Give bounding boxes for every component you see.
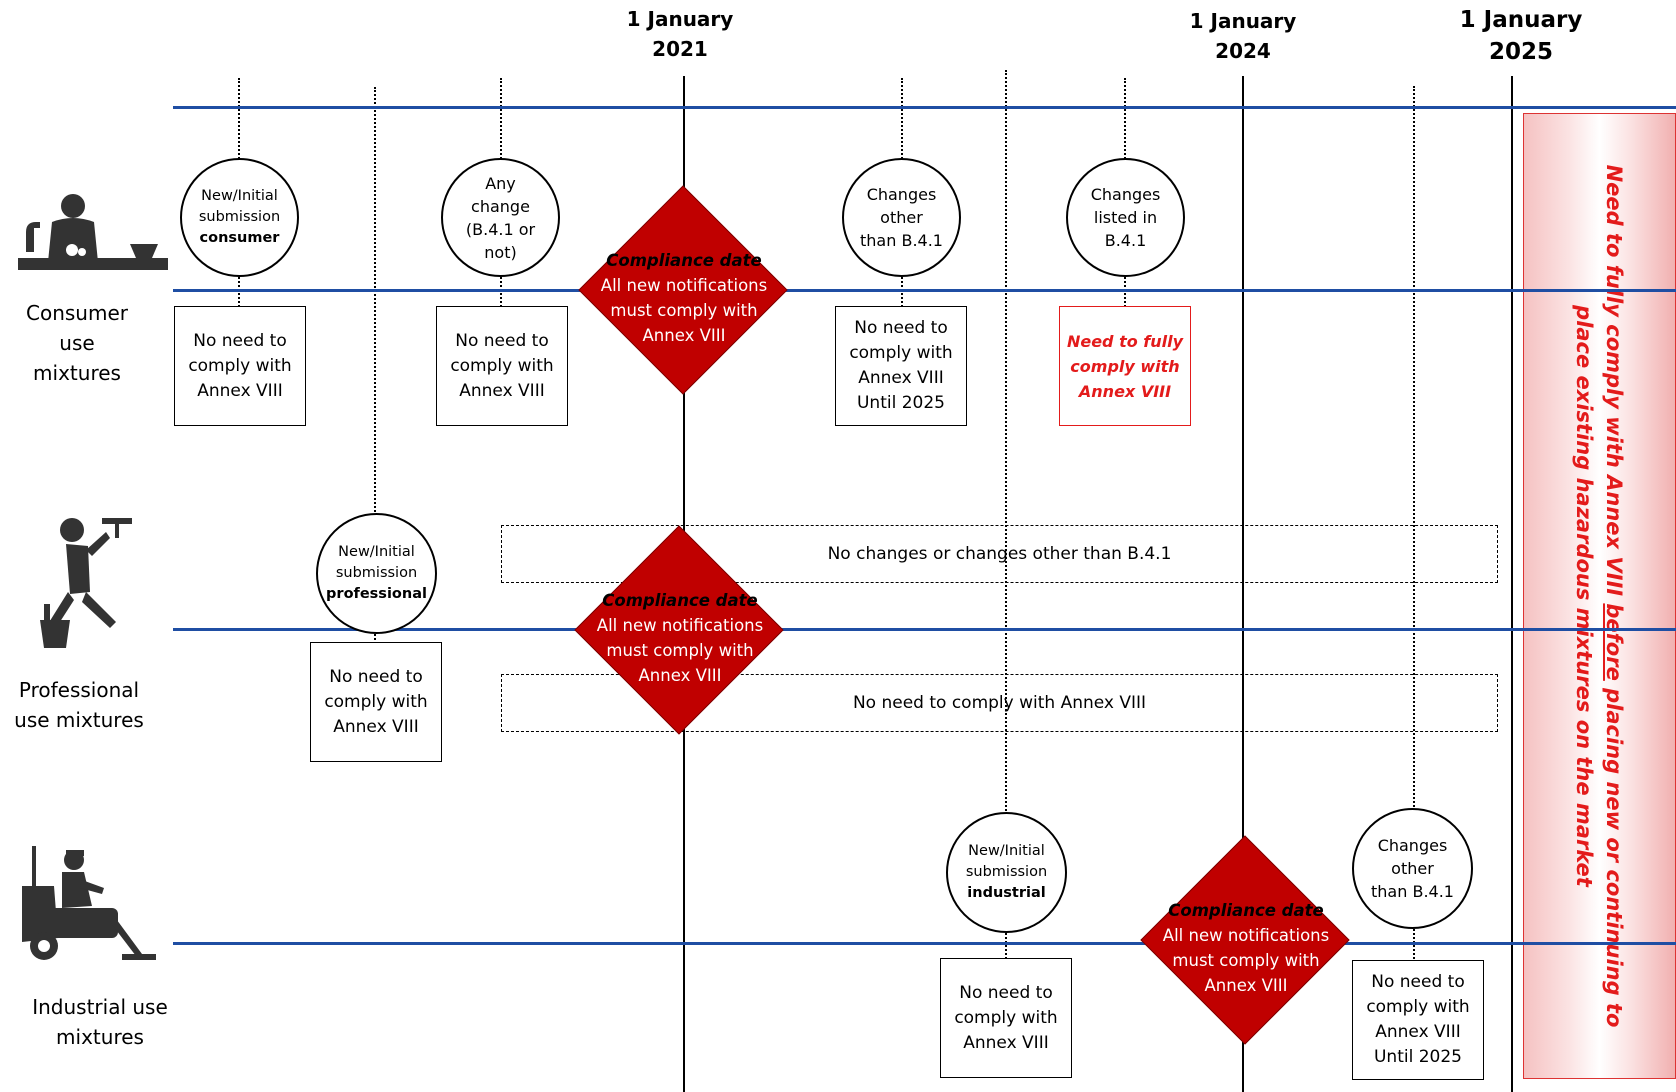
date-header-2024: 1 January 2024 [1189,9,1297,63]
date-header-2021: 1 January 2021 [626,7,734,61]
consumer-washing-icon [18,194,168,270]
connector-industrial-initial [1005,70,1007,970]
timeline-top [173,106,1676,109]
row-label-professional: Professional use mixtures [14,678,144,732]
timeline-industrial [173,942,1676,945]
row-label-industrial: Industrial use mixtures [32,995,168,1049]
timeline-professional [173,628,1676,631]
final-requirement-panel [1523,113,1676,1079]
date-line-2025 [1511,76,1513,1092]
professional-changes-dashed-box: No changes or changes other than B.4.1 [501,525,1498,583]
final-requirement-text: Need to fully comply with Annex VIII bef… [1572,164,1626,1028]
professional-noneed-dashed-box: No need to comply with Annex VIII [501,674,1498,732]
date-line-2024 [1242,76,1244,1092]
timeline-consumer [173,289,1676,292]
industrial-floor-scrubber-icon [22,846,156,960]
connector-professional-initial [374,87,376,647]
row-label-consumer: Consumer use mixtures [26,301,128,385]
date-header-2025: 1 January 2025 [1459,7,1583,65]
connector-industrial-other [1413,86,1415,966]
professional-window-cleaner-icon [40,518,132,648]
